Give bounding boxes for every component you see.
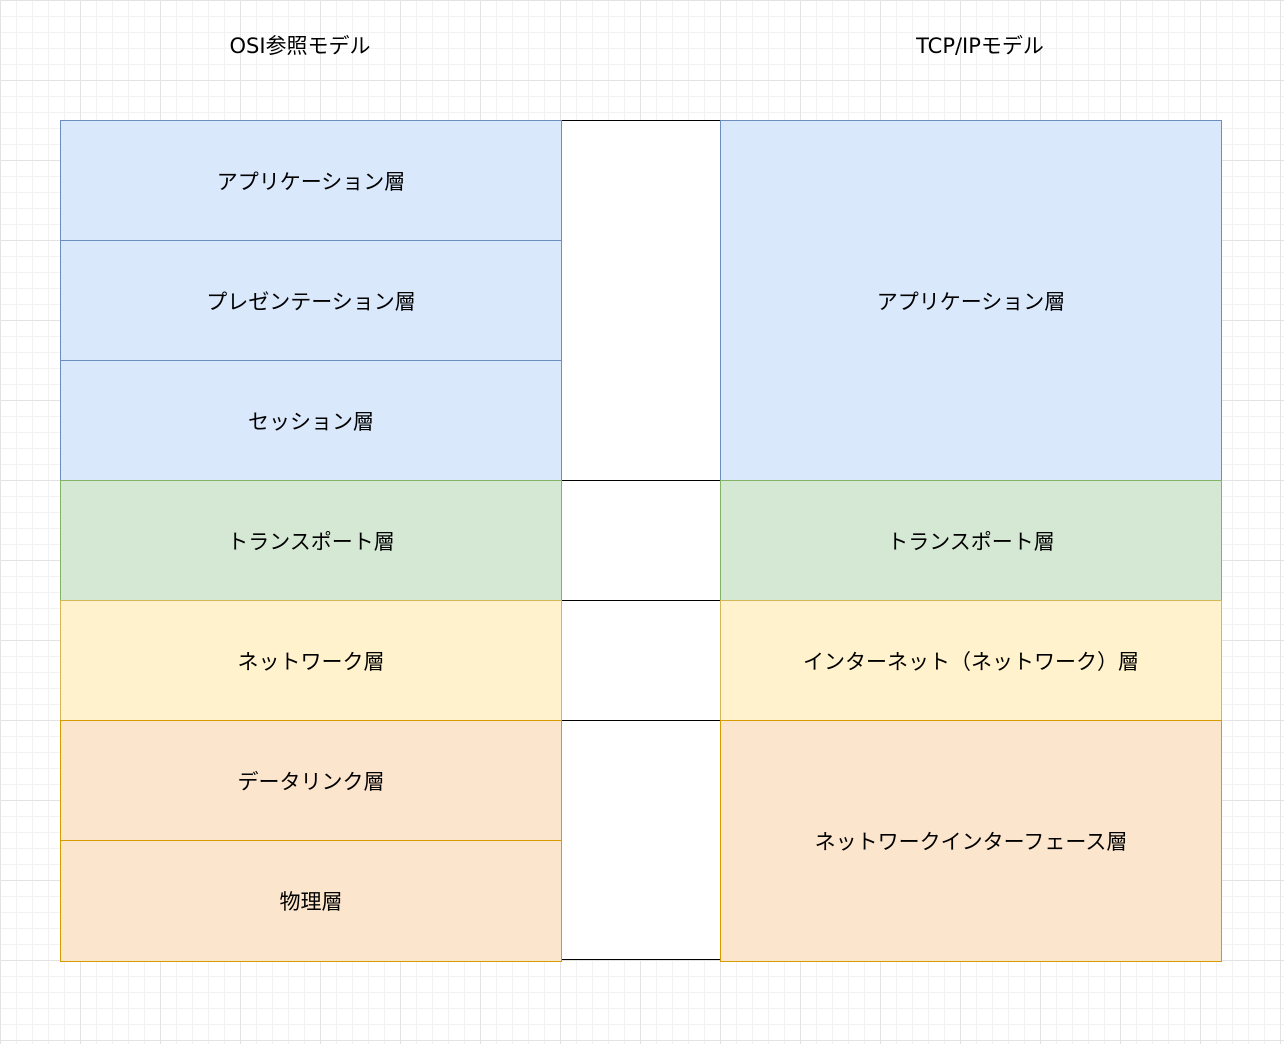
osi-layer-datalink[interactable]: データリンク層 <box>60 720 562 842</box>
osi-layer-label: トランスポート層 <box>227 530 395 554</box>
tcpip-layer-label: ネットワークインターフェース層 <box>814 830 1128 854</box>
connector-network <box>560 600 721 722</box>
osi-layer-presentation[interactable]: プレゼンテーション層 <box>60 240 562 362</box>
osi-layer-label: データリンク層 <box>237 770 385 794</box>
osi-layer-application[interactable]: アプリケーション層 <box>60 120 562 242</box>
osi-layer-label: プレゼンテーション層 <box>206 290 416 314</box>
osi-layer-session[interactable]: セッション層 <box>60 360 562 482</box>
osi-layer-label: ネットワーク層 <box>237 650 385 674</box>
tcpip-layer-transport[interactable]: トランスポート層 <box>720 480 1222 602</box>
tcpip-model-title: TCP/IPモデル <box>916 34 1044 58</box>
tcpip-layer-internet[interactable]: インターネット（ネットワーク）層 <box>720 600 1222 722</box>
tcpip-layer-label: インターネット（ネットワーク）層 <box>803 650 1139 674</box>
tcpip-layer-network-interface[interactable]: ネットワークインターフェース層 <box>720 720 1222 962</box>
osi-layer-transport[interactable]: トランスポート層 <box>60 480 562 602</box>
tcpip-layer-label: アプリケーション層 <box>876 290 1066 314</box>
tcpip-layer-label: トランスポート層 <box>887 530 1055 554</box>
osi-model-title: OSI参照モデル <box>229 34 371 58</box>
connector-link <box>560 720 721 960</box>
osi-layer-label: 物理層 <box>279 890 343 914</box>
osi-layer-label: アプリケーション層 <box>216 170 406 194</box>
connector-application <box>560 120 721 482</box>
tcpip-layer-application[interactable]: アプリケーション層 <box>720 120 1222 482</box>
connector-transport <box>560 480 721 602</box>
osi-layer-network[interactable]: ネットワーク層 <box>60 600 562 722</box>
osi-layer-physical[interactable]: 物理層 <box>60 840 562 962</box>
osi-layer-label: セッション層 <box>248 410 374 434</box>
